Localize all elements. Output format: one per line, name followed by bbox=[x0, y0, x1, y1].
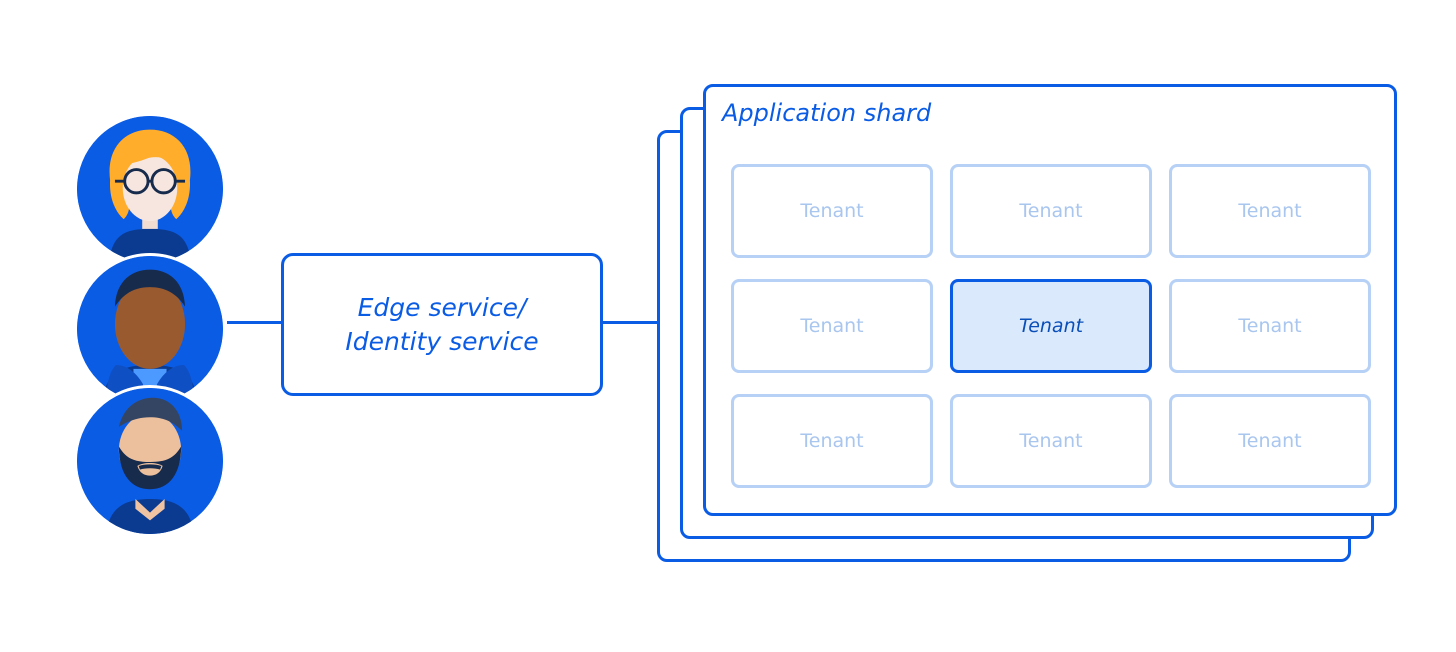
tenant-box: Tenant bbox=[1169, 394, 1371, 488]
tenant-box: Tenant bbox=[731, 164, 933, 258]
tenant-box: Tenant bbox=[1169, 279, 1371, 373]
user-avatar-1 bbox=[74, 113, 226, 265]
user-dark-skin-icon bbox=[77, 256, 223, 402]
user-glasses-icon bbox=[77, 116, 223, 262]
edge-service-box: Edge service/ Identity service bbox=[281, 253, 603, 396]
tenant-box-active: Tenant bbox=[950, 279, 1152, 373]
user-to-edge-connector bbox=[227, 321, 282, 324]
user-avatar-2 bbox=[74, 253, 226, 405]
edge-to-shard-connector bbox=[603, 321, 659, 324]
tenant-box: Tenant bbox=[950, 394, 1152, 488]
shard-title: Application shard bbox=[722, 99, 932, 127]
edge-service-label-line2: Identity service bbox=[345, 326, 539, 356]
tenant-box: Tenant bbox=[1169, 164, 1371, 258]
user-bearded-icon bbox=[77, 388, 223, 534]
tenant-box: Tenant bbox=[731, 279, 933, 373]
user-avatar-3 bbox=[74, 385, 226, 537]
edge-service-label-line1: Edge service/ bbox=[357, 292, 527, 322]
tenant-box: Tenant bbox=[950, 164, 1152, 258]
tenant-box: Tenant bbox=[731, 394, 933, 488]
